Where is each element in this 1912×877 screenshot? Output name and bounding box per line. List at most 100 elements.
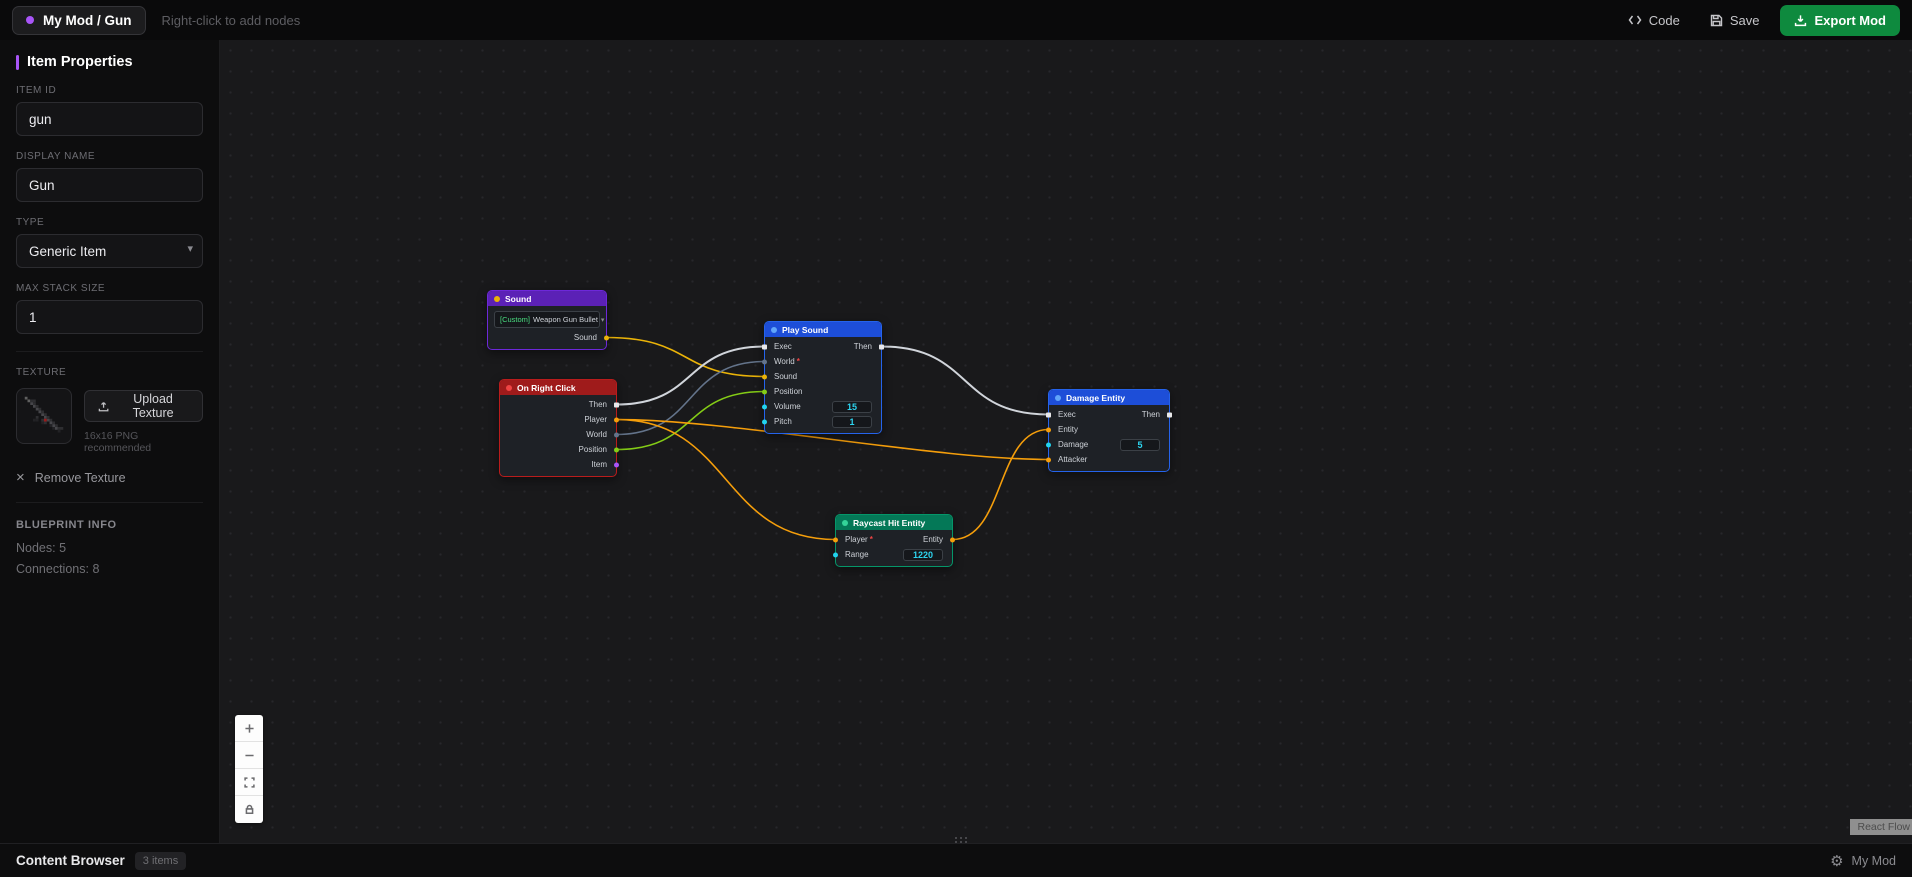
edge-on-right-click-out-then-to-play-sound-in-exec[interactable] [615, 345, 766, 406]
pin-raycast-hit-entity-in-player[interactable] [833, 537, 838, 542]
pin-on-right-click-out-then[interactable] [614, 402, 619, 407]
bottom-bar-right: ⚙ My Mod [1830, 852, 1896, 870]
content-browser-header[interactable]: Content Browser 3 items [16, 851, 187, 870]
close-icon: × [16, 469, 25, 486]
pin-label: Entity [922, 535, 943, 544]
node-row: Attacker [1046, 452, 1169, 467]
edge-on-right-click-out-player-to-damage-entity-in-attacker[interactable] [615, 418, 1050, 461]
max-stack-input[interactable] [16, 300, 203, 334]
node-row: Pitch [762, 414, 881, 429]
lock-button[interactable] [235, 796, 263, 823]
export-mod-button[interactable]: Export Mod [1779, 4, 1900, 36]
edge-raycast-hit-entity-out-entity-to-damage-entity-in-entity[interactable] [951, 428, 1050, 541]
item-id-input[interactable] [16, 102, 203, 136]
edge-on-right-click-out-position-to-play-sound-in-position[interactable] [615, 390, 766, 451]
pin-play-sound-in-world[interactable] [762, 359, 767, 364]
node-row: Player*Entity [833, 532, 955, 547]
pin-play-sound-in-volume[interactable] [762, 404, 767, 409]
save-icon [1710, 14, 1723, 26]
gear-icon[interactable]: ⚙ [1830, 852, 1844, 870]
project-breadcrumb-chip[interactable]: My Mod / Gun [12, 5, 146, 35]
section-divider [16, 502, 203, 503]
pin-on-right-click-out-world[interactable] [614, 432, 619, 437]
zoom-in-button[interactable] [235, 715, 263, 742]
node-row: Damage [1046, 437, 1169, 452]
pin-play-sound-in-position[interactable] [762, 389, 767, 394]
edge-on-right-click-out-player-to-raycast-hit-entity-in-player[interactable] [615, 418, 837, 541]
node-row: Position [762, 384, 881, 399]
display-name-input[interactable] [16, 168, 203, 202]
pin-on-right-click-out-position[interactable] [614, 447, 619, 452]
upload-texture-label: Upload Texture [132, 392, 174, 420]
node-title: On Right Click [517, 382, 576, 393]
raycast-hit-entity-status-dot-icon [842, 519, 848, 526]
pin-label: World [586, 430, 607, 439]
code-button[interactable]: Code [1618, 7, 1690, 34]
pin-label: Volume [774, 402, 801, 411]
display-name-label: DISPLAY NAME [16, 151, 95, 162]
pin-raycast-hit-entity-in-range[interactable] [833, 552, 838, 557]
node-row: World* [762, 354, 881, 369]
node-row: World [500, 427, 619, 442]
blueprint-nodes-count: Nodes: 5 [16, 541, 203, 555]
mod-name-label[interactable]: My Mod [1851, 853, 1896, 868]
pin-play-sound-in-sound[interactable] [762, 374, 767, 379]
pin-play-sound-in-exec[interactable] [762, 344, 767, 349]
save-button[interactable]: Save [1700, 7, 1770, 34]
volume-input[interactable] [832, 400, 872, 413]
pin-raycast-hit-entity-out-entity[interactable] [950, 537, 955, 542]
code-icon [1628, 15, 1642, 25]
zoom-out-button[interactable] [235, 742, 263, 769]
pin-damage-entity-in-exec[interactable] [1046, 412, 1051, 417]
edge-play-sound-out-then-to-damage-entity-in-exec[interactable] [880, 345, 1050, 416]
pin-label: Exec [1058, 410, 1076, 419]
node-row: Sound [762, 369, 881, 384]
remove-texture-button[interactable]: × Remove Texture [16, 470, 203, 485]
item-properties-panel: Item Properties ITEM ID DISPLAY NAME TYP… [0, 40, 220, 843]
damage-input[interactable] [1120, 438, 1160, 451]
code-button-label: Code [1648, 12, 1680, 28]
pin-damage-entity-in-damage[interactable] [1046, 442, 1051, 447]
range-input[interactable] [903, 548, 943, 561]
pin-sound-out-sound[interactable] [604, 335, 609, 340]
node-sound[interactable]: Sound[Custom]Weapon Gun Bullet▾Sound [487, 290, 609, 350]
pin-on-right-click-out-player[interactable] [614, 417, 619, 422]
type-select[interactable]: Generic Item [16, 234, 203, 268]
edge-sound-out-sound-to-play-sound-in-sound[interactable] [605, 336, 766, 378]
damage-entity-status-dot-icon [1055, 394, 1061, 401]
sound-value-select[interactable]: [Custom]Weapon Gun Bullet▾ [494, 311, 604, 328]
custom-tag: [Custom] [500, 315, 531, 324]
on-right-click-status-dot-icon [506, 384, 512, 391]
pitch-input[interactable] [832, 415, 872, 428]
node-row: Then [500, 397, 619, 412]
texture-thumbnail[interactable] [16, 388, 72, 444]
type-select-wrap: Generic Item ▾ [16, 234, 203, 268]
pin-label: Exec [774, 342, 792, 351]
pin-on-right-click-out-item[interactable] [614, 462, 619, 467]
nodes-label: Nodes: [16, 541, 56, 555]
gun-texture-image [24, 396, 64, 433]
pin-damage-entity-in-entity[interactable] [1046, 427, 1051, 432]
node-title: Play Sound [782, 324, 829, 335]
pin-damage-entity-in-attacker[interactable] [1046, 457, 1051, 462]
blueprint-info-title: BLUEPRINT INFO [16, 519, 117, 531]
max-stack-label: MAX STACK SIZE [16, 283, 106, 294]
panel-resize-handle-icon[interactable] [954, 836, 958, 840]
play-sound-status-dot-icon [771, 326, 777, 333]
pin-damage-entity-out-then[interactable] [1167, 412, 1172, 417]
fit-view-button[interactable] [235, 769, 263, 796]
node-damage-entity[interactable]: Damage EntityExecThenEntityDamageAttacke… [1046, 389, 1172, 472]
texture-label: TEXTURE [16, 367, 67, 378]
pin-label: Player [584, 415, 607, 424]
upload-texture-button[interactable]: Upload Texture [84, 390, 203, 422]
blueprint-canvas[interactable]: Sound[Custom]Weapon Gun Bullet▾Sound On R… [220, 40, 1912, 843]
pin-play-sound-in-pitch[interactable] [762, 419, 767, 424]
pin-play-sound-out-then[interactable] [879, 344, 884, 349]
reactflow-attribution[interactable]: React Flow [1850, 819, 1912, 835]
node-row: Volume [762, 399, 881, 414]
edge-on-right-click-out-world-to-play-sound-in-world[interactable] [615, 360, 766, 436]
